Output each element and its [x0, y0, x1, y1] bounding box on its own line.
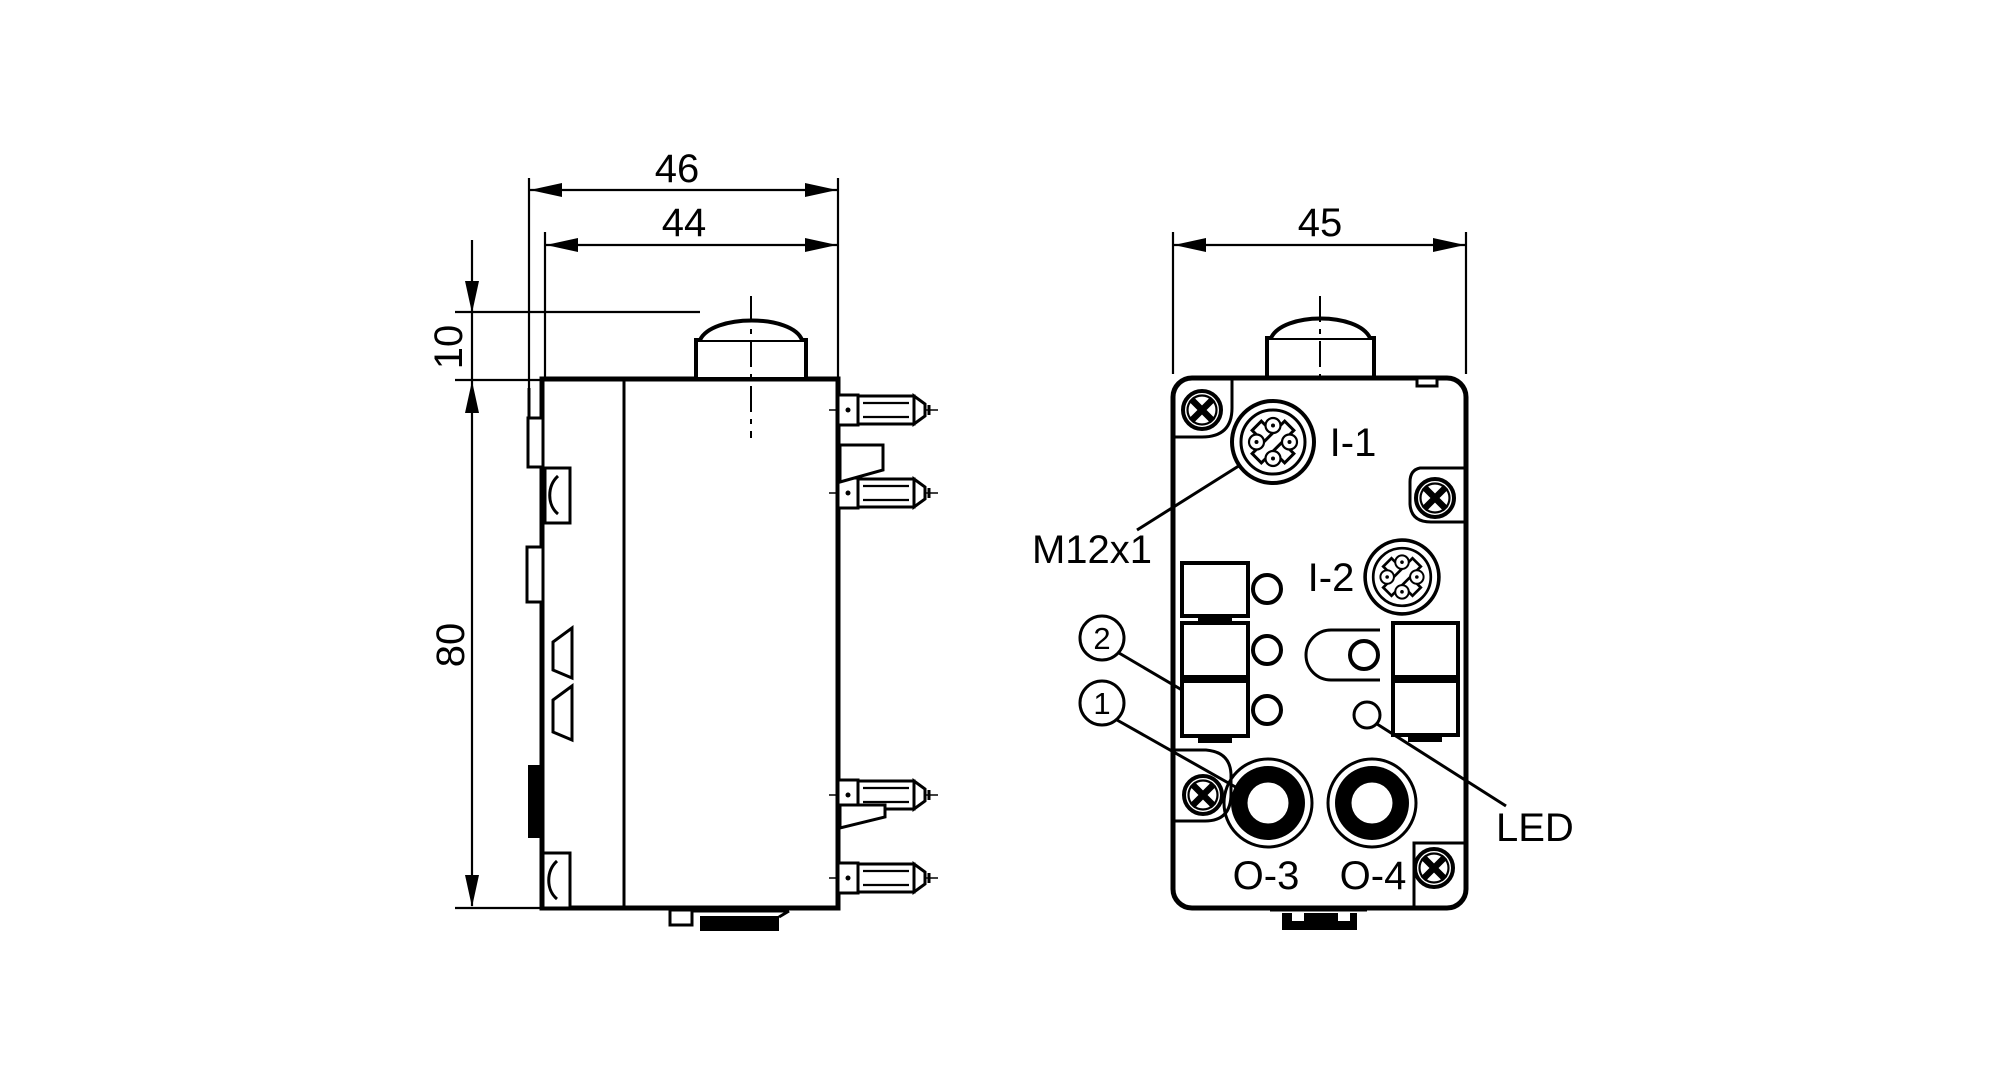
dimension-heights: 10 80: [427, 240, 700, 910]
pin-4: [827, 861, 940, 895]
dim-45-label: 45: [1298, 201, 1343, 245]
port-i1-label: I-1: [1330, 421, 1377, 465]
addressing-window: [1304, 628, 1380, 682]
terminal-blocks-left: [1180, 561, 1250, 743]
port-i2-label: I-2: [1308, 556, 1355, 600]
screw-icon: [1183, 391, 1221, 429]
m12-leader-line: [1136, 460, 1246, 532]
dim-44-label: 44: [662, 201, 707, 245]
mounting-tabs: [525, 388, 574, 910]
m12-connector-top-front: [1265, 296, 1376, 432]
dim-80-label: 80: [429, 623, 473, 668]
led-hole-icon: [1348, 639, 1380, 671]
port-o4-label: O-4: [1340, 854, 1407, 898]
led-label: LED: [1496, 806, 1574, 850]
callout-2: 2: [1078, 614, 1126, 662]
dim-46-label: 46: [655, 147, 700, 191]
dim-10-label: 10: [427, 325, 471, 370]
screw-icon: [1415, 849, 1453, 887]
terminal-pins: [827, 393, 940, 895]
side-view: 46 44 10 80: [427, 147, 940, 931]
led-hole-icon: [1251, 694, 1283, 726]
screw-icon: [1416, 479, 1454, 517]
dimension-overall-width: 46: [527, 147, 840, 388]
status-leds: [1251, 573, 1283, 726]
led-leader-line: [1376, 722, 1507, 808]
callout-1-label: 1: [1093, 686, 1110, 721]
housing-side-outline: [539, 376, 841, 911]
led-hole-icon: [1251, 573, 1283, 605]
socket-o4: [1326, 757, 1418, 849]
socket-i2: [1363, 538, 1441, 616]
front-view: 45: [1032, 201, 1574, 930]
bottom-plug-side: [668, 908, 790, 931]
led-hole-icon: [1251, 634, 1283, 666]
m12-connector-side: [694, 296, 808, 438]
socket-i1: [1230, 399, 1316, 485]
thread-label: M12x1: [1032, 528, 1152, 572]
screw-icon: [1184, 776, 1222, 814]
dimension-front-width: 45: [1171, 201, 1468, 374]
callout-2-label: 2: [1093, 621, 1110, 656]
bottom-plug-front: [1270, 908, 1367, 930]
pin-1: [827, 393, 940, 427]
pin-2: [827, 476, 940, 510]
socket-o3: [1222, 757, 1314, 849]
dimension-housing-width: 44: [543, 201, 838, 378]
port-o3-label: O-3: [1233, 854, 1300, 898]
led-indicator-icon: [1352, 700, 1382, 730]
terminal-blocks-right: [1391, 621, 1460, 742]
callout-1: 1: [1078, 679, 1126, 727]
